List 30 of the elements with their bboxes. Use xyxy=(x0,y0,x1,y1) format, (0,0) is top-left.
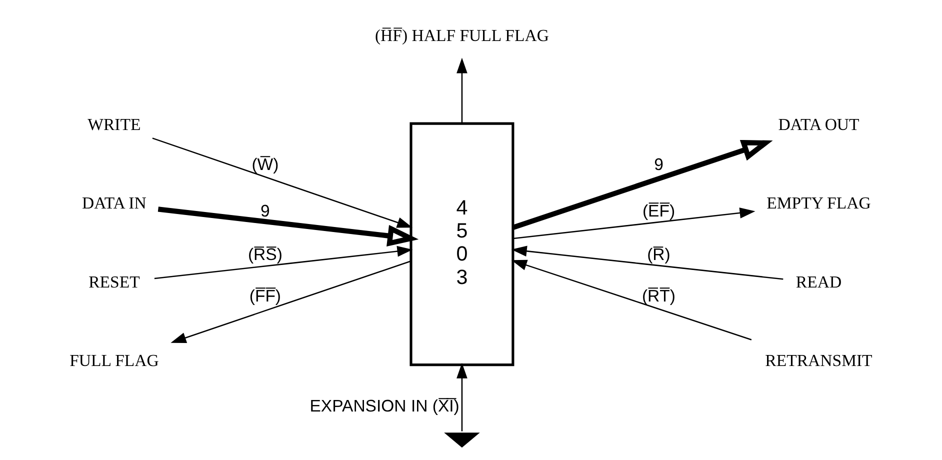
node-text: WRITE xyxy=(88,114,141,134)
arrow xyxy=(513,208,756,240)
arrow xyxy=(152,138,413,228)
edge-label: (W̅) xyxy=(252,154,279,174)
edge-label: (F̅F̅) xyxy=(249,286,282,306)
arrow xyxy=(511,260,752,340)
edge-label: 9 xyxy=(260,201,270,220)
node-text: READ xyxy=(796,272,842,292)
arrow xyxy=(456,58,468,124)
node-text: RESET xyxy=(88,272,140,292)
arrow xyxy=(511,246,784,280)
node-text: RETRANSMIT xyxy=(765,351,872,370)
node-text: DATA OUT xyxy=(778,114,860,134)
arrow xyxy=(512,140,773,230)
edge-label: (R̅) xyxy=(647,245,670,264)
arrow xyxy=(154,246,413,280)
node-text: (H̅F̅) HALF FULL FLAG xyxy=(374,26,549,45)
arrow xyxy=(456,362,468,432)
arrow xyxy=(158,206,419,247)
node-text: FULL FLAG xyxy=(70,351,159,370)
edge-label: (E̅F̅) xyxy=(642,201,676,220)
node-box: 4 5 0 3 xyxy=(410,122,514,366)
arrow xyxy=(170,260,412,343)
node-text: DATA IN xyxy=(82,194,146,213)
edge-label: EXPANSION IN (X̅I̅) xyxy=(310,396,460,416)
node-ground xyxy=(444,432,480,448)
node-text: EMPTY FLAG xyxy=(766,194,871,213)
edge-label: 9 xyxy=(654,154,664,174)
edge-label: (R̅T̅) xyxy=(642,286,676,306)
edge-label: (R̅S̅) xyxy=(248,245,282,264)
